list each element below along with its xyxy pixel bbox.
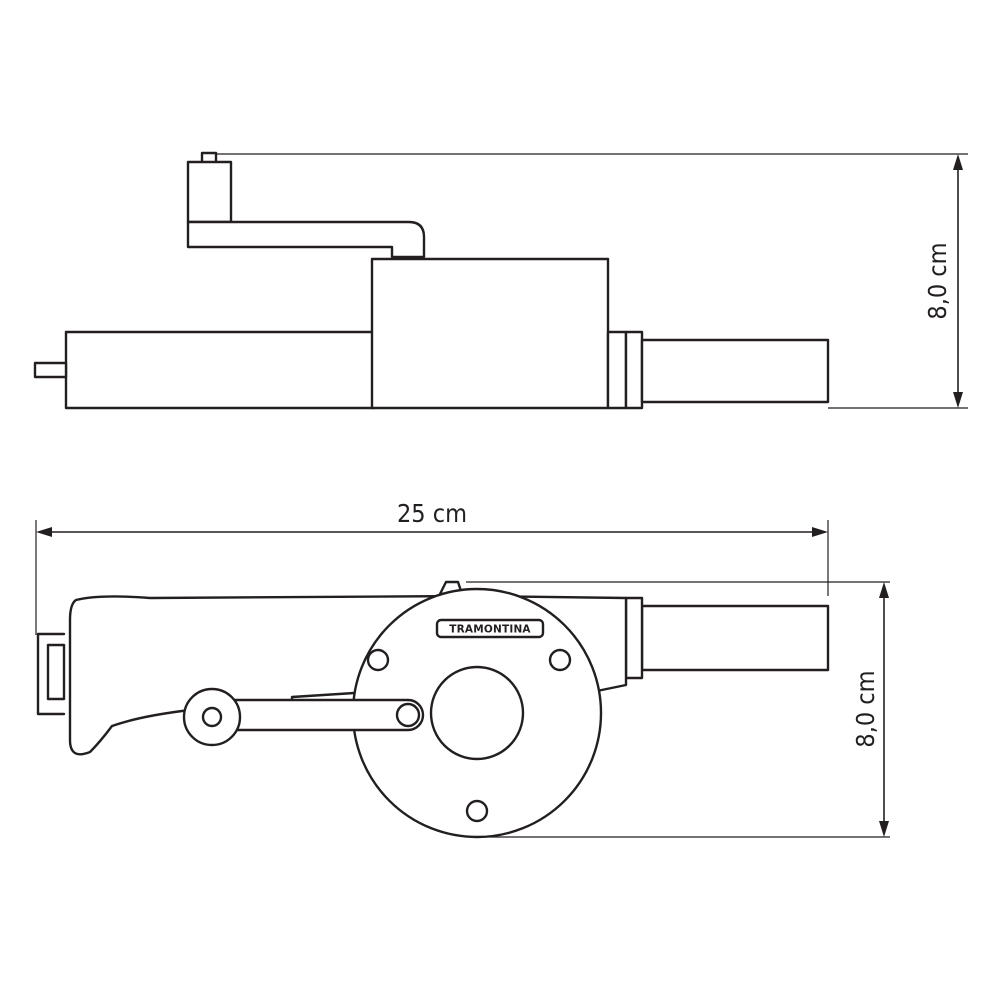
brand-plate (435, 618, 545, 639)
top-view-height-dimension: 8,0 cm (923, 154, 963, 408)
crank-handle (210, 698, 425, 732)
rear-hook-slot (46, 643, 66, 701)
crank-arm (186, 220, 426, 259)
outlet-nozzle (640, 604, 830, 672)
outlet-nozzle-top (640, 338, 830, 404)
screw-icon (465, 799, 489, 823)
arrow-right-icon (812, 527, 828, 537)
rear-pin (33, 361, 68, 379)
top-view-height-label: 8,0 cm (923, 242, 952, 319)
arrow-down-icon (953, 392, 963, 408)
arrow-up-icon (879, 582, 889, 598)
length-label: 25 cm (397, 499, 467, 528)
side-view-height-dimension: 8,0 cm (851, 582, 889, 837)
arrow-down-icon (879, 821, 889, 837)
side-view: TRAMONTINA (36, 580, 890, 839)
collar-ring (624, 330, 644, 410)
housing-collar (606, 330, 628, 410)
crank-pivot (395, 702, 421, 728)
crank-knob (186, 160, 233, 224)
air-intake-hub (429, 665, 525, 761)
brand-label: TRAMONTINA (449, 624, 531, 636)
screw-icon (548, 648, 572, 672)
crank-knob-inner (201, 706, 223, 728)
screw-icon (366, 648, 390, 672)
fan-housing-top (370, 257, 610, 410)
nozzle-ring (624, 596, 644, 680)
top-view (33, 151, 968, 410)
arrow-left-icon (36, 527, 52, 537)
arrow-up-icon (953, 154, 963, 170)
handle-barrel (64, 330, 376, 410)
length-dimension: 25 cm (35, 499, 829, 635)
side-view-height-label: 8,0 cm (851, 670, 880, 747)
